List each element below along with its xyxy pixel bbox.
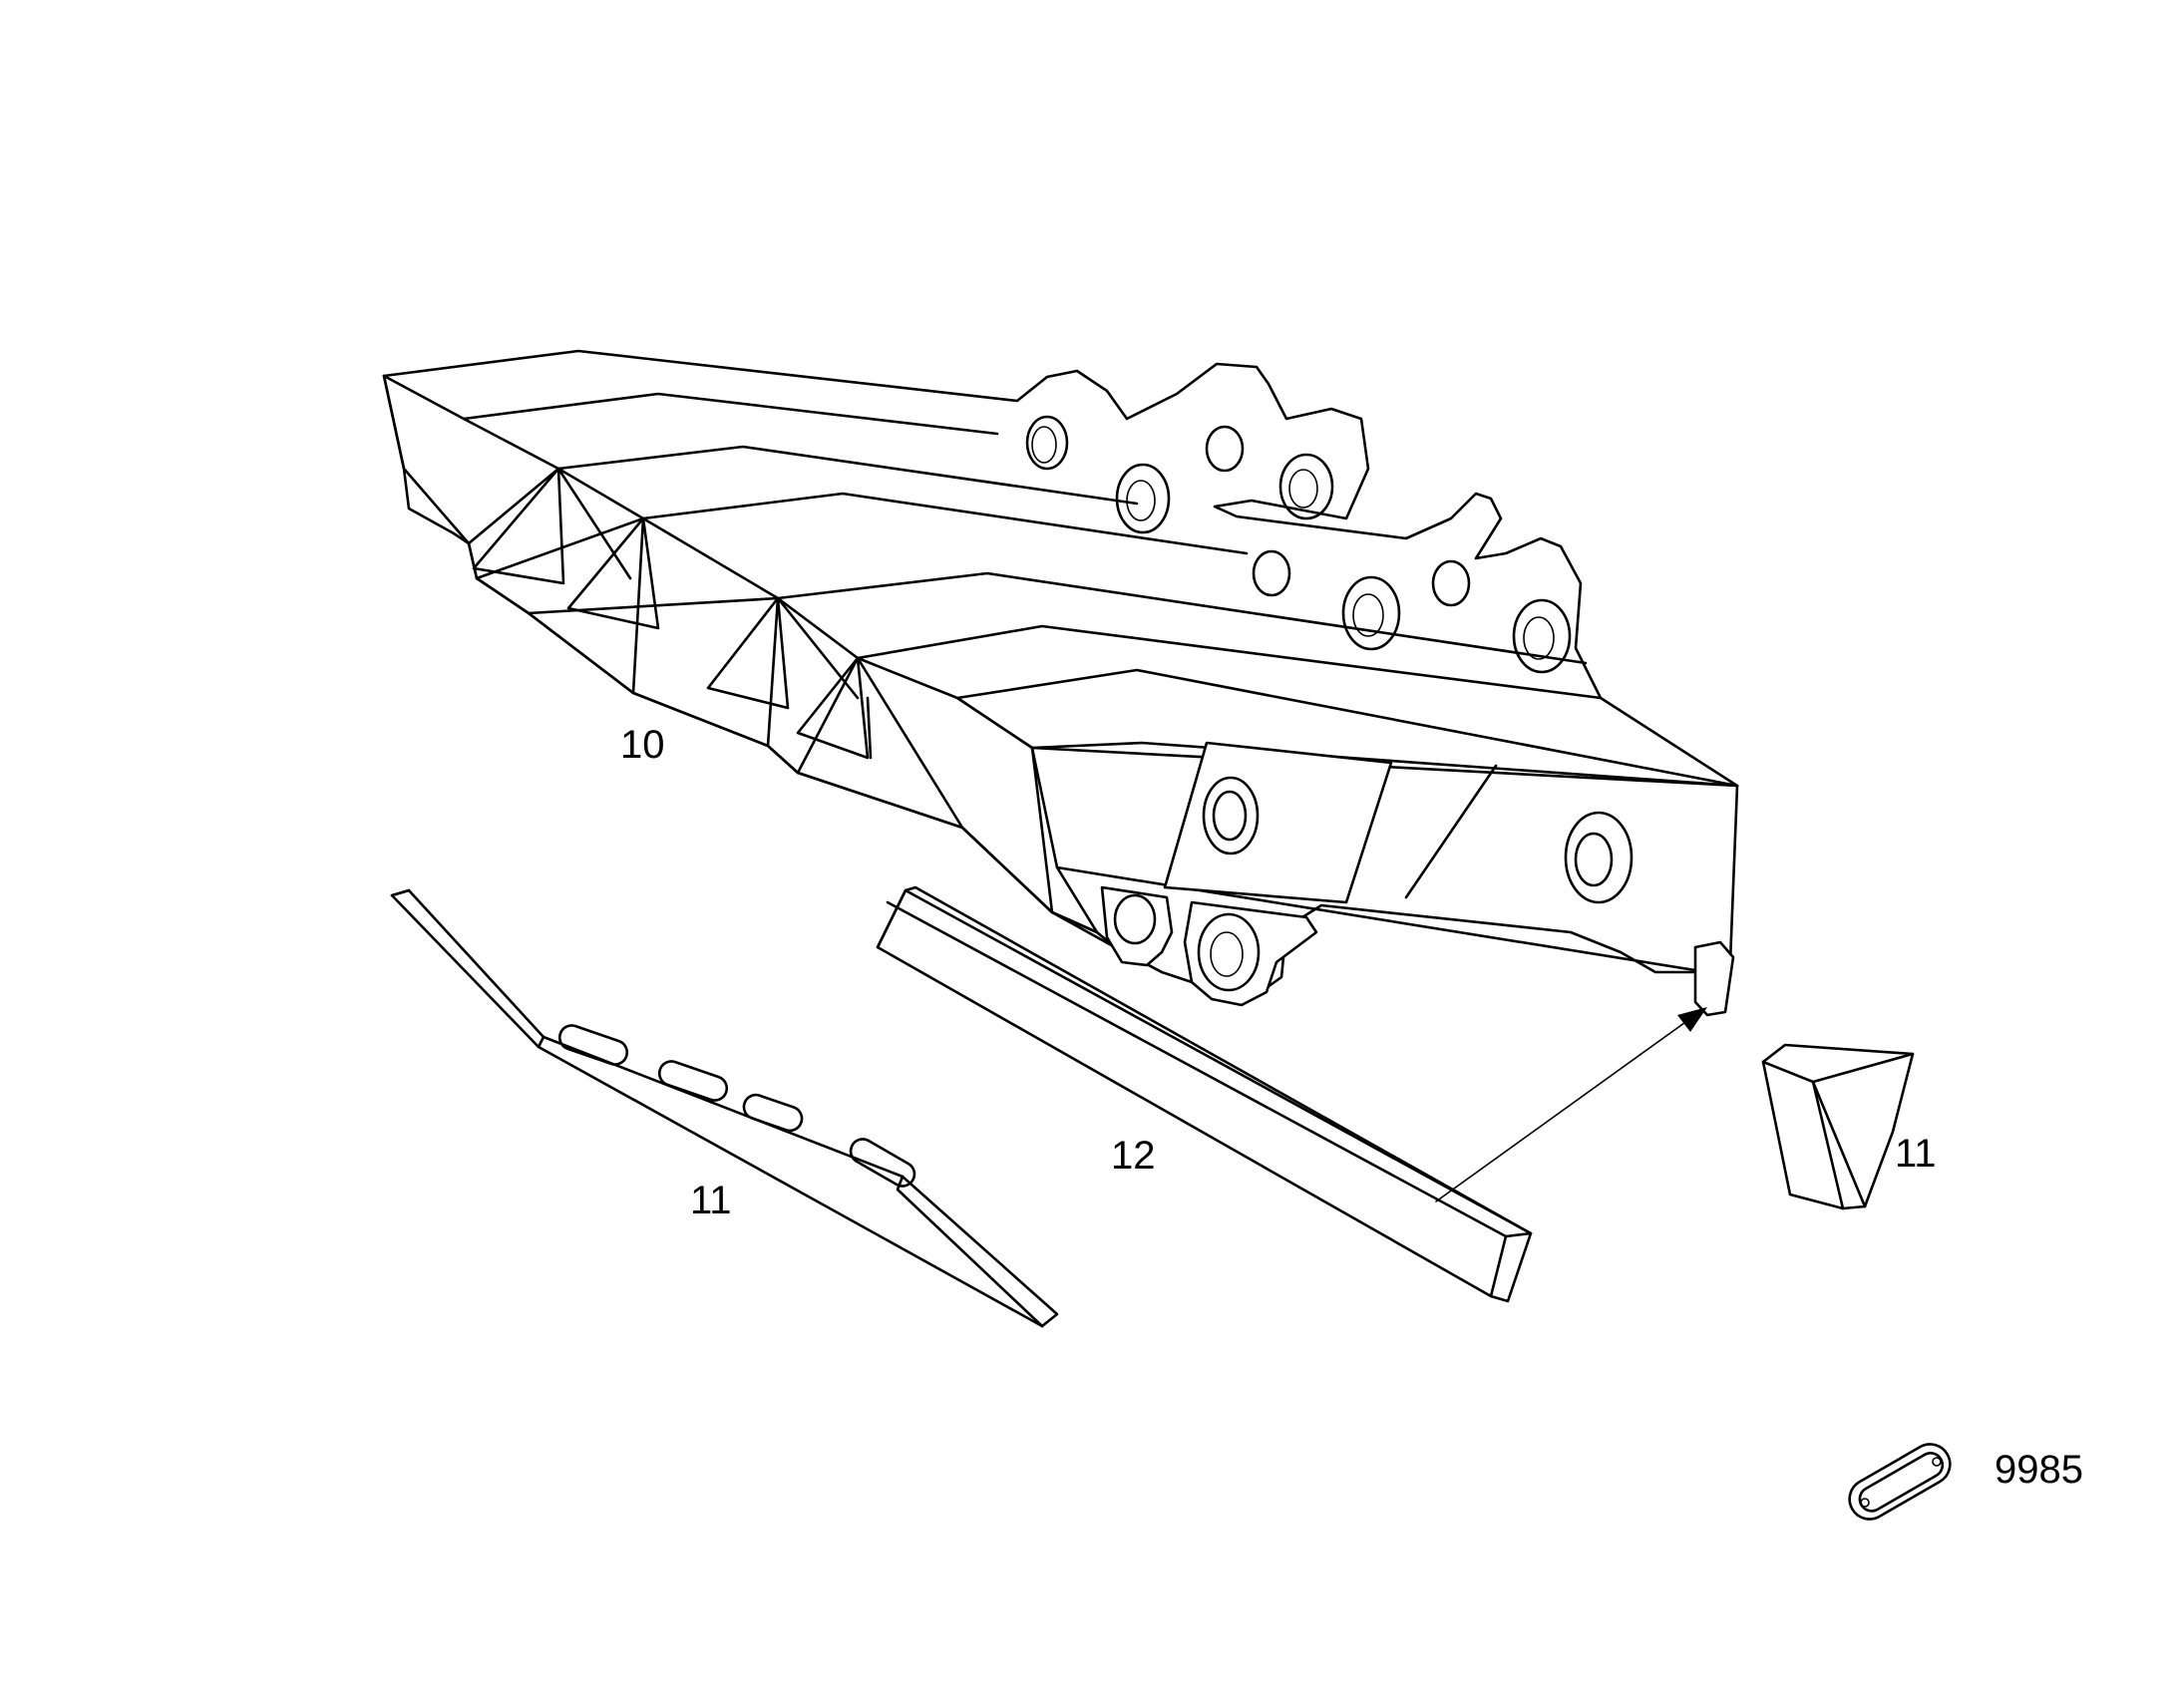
bar-part xyxy=(876,885,1533,1303)
frame-rail-4 xyxy=(641,516,1588,665)
lower-lug-bore xyxy=(1113,893,1157,945)
rear-box-divider xyxy=(1404,764,1498,899)
callout-bar: 12 xyxy=(1111,1134,1156,1178)
main-frame-part xyxy=(382,349,1739,1017)
rear-box-bore-inner xyxy=(1574,832,1614,887)
reference-badge-hole xyxy=(1860,1498,1870,1508)
callout-plate: 11 xyxy=(690,1179,732,1222)
plate-slot xyxy=(849,1138,916,1188)
rear-box-bore xyxy=(1564,811,1634,904)
plate-slot xyxy=(742,1093,804,1133)
lug-bore xyxy=(1025,415,1069,471)
wedge-outline xyxy=(1761,1043,1915,1210)
left-plate-edge xyxy=(390,888,1044,1328)
frame-rail-1 xyxy=(382,374,999,436)
lug-bore xyxy=(1341,575,1401,651)
lug-bore xyxy=(1512,598,1572,674)
lower-lug-bore-2 xyxy=(1197,912,1261,992)
lug-bore-inner xyxy=(1031,426,1057,464)
gusset-bay-2 xyxy=(566,516,660,630)
lug-bore-inner xyxy=(1126,480,1156,521)
wedge-edge xyxy=(1811,1080,1867,1208)
lug-bore xyxy=(1205,425,1245,473)
lug-bore-inner xyxy=(1523,616,1555,660)
rear-mount-plate-bore-inner xyxy=(1212,790,1248,842)
lug-bore-inner xyxy=(1352,593,1384,637)
wedge-part xyxy=(1761,1043,1915,1210)
frame-rail-3 xyxy=(556,467,1249,555)
reference-badge xyxy=(1848,1443,1952,1521)
assembly-arrow-head xyxy=(1677,1007,1707,1032)
bar-top-edge xyxy=(876,888,1533,1235)
plate-slot xyxy=(657,1060,729,1102)
reference-badge-outline xyxy=(1848,1443,1952,1521)
upper-lug-group xyxy=(1025,415,1572,674)
gusset-bay-4 xyxy=(796,656,873,760)
assembly-arrow xyxy=(1435,1007,1707,1202)
assembly-arrow-line xyxy=(1435,1014,1696,1202)
lug-bore-inner xyxy=(1288,469,1318,509)
lug-bore xyxy=(1252,549,1291,597)
reference-badge-hole xyxy=(1932,1457,1942,1467)
lug-bore xyxy=(1431,559,1471,607)
frame-rail-5 xyxy=(776,596,1603,700)
plate-slot xyxy=(557,1024,629,1066)
rear-mount-plate-bore xyxy=(1202,776,1260,855)
lug-bore xyxy=(1115,463,1171,534)
bar-front-face xyxy=(886,900,1533,1298)
left-plate-outline xyxy=(390,888,1059,1328)
frame-outline xyxy=(382,349,1739,1004)
lug-bore xyxy=(1278,453,1334,520)
lower-lug-bore-2-inner xyxy=(1210,931,1244,977)
frame-rail-6 xyxy=(856,656,1739,788)
callout-frame: 10 xyxy=(620,723,665,767)
rear-mount-plate xyxy=(1163,741,1393,904)
gusset-bay-1 xyxy=(472,467,632,585)
gusset-bay-3 xyxy=(706,596,860,710)
left-plate-part xyxy=(390,888,1059,1328)
callout-wedge: 11 xyxy=(1895,1132,1937,1176)
reference-code: 9985 xyxy=(1995,1448,2083,1492)
lower-lug-2 xyxy=(1183,900,1318,1007)
frame-rail-2 xyxy=(462,417,1139,506)
end-block xyxy=(1693,940,1735,1017)
frame-side-lower xyxy=(467,467,560,545)
lower-lug xyxy=(1100,885,1174,967)
